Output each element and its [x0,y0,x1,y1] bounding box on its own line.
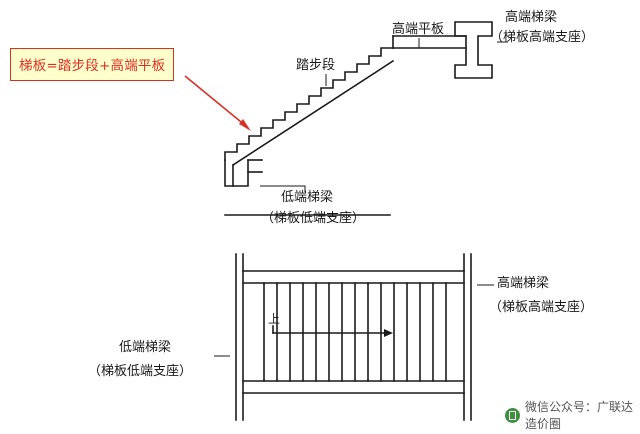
top-leader-lines [260,38,508,192]
definition-callout: 梯板=踏步段+高端平板 [10,48,175,81]
callout-arrow [184,75,247,127]
label-diduan-tiliang-top-sub: （梯板低端支座） [261,211,366,226]
label-gaoduan-tiliang-bottom: 高端梯梁 [497,276,550,291]
label-gaoduan-tiliang-top-sub: （梯板高端支座） [490,30,595,45]
top-section-geometry [224,21,493,216]
label-gaoduan-tiliang-top: 高端梯梁 [505,10,558,25]
label-diduan-tiliang-top: 低端梯梁 [281,190,334,205]
label-diduan-tiliang-bottom: 低端梯梁 [119,340,172,355]
label-up-direction: 上 [268,312,281,326]
callout-arrow-head [239,119,251,131]
plan-direction-arrow-head [384,329,393,337]
label-gaoduan-pingban: 高端平板 [392,22,445,37]
label-tabuduan: 踏步段 [296,58,336,73]
watermark: 微信公众号：广联达造价圈 [505,398,640,432]
bottom-leader-lines [214,284,494,357]
label-gaoduan-tiliang-bottom-sub: （梯板高端支座） [489,300,594,315]
bottom-plan-geometry [235,253,472,421]
label-diduan-tiliang-bottom-sub: （梯板低端支座） [88,364,193,379]
watermark-text: 微信公众号：广联达造价圈 [525,400,634,431]
wechat-logo-icon [505,407,520,423]
